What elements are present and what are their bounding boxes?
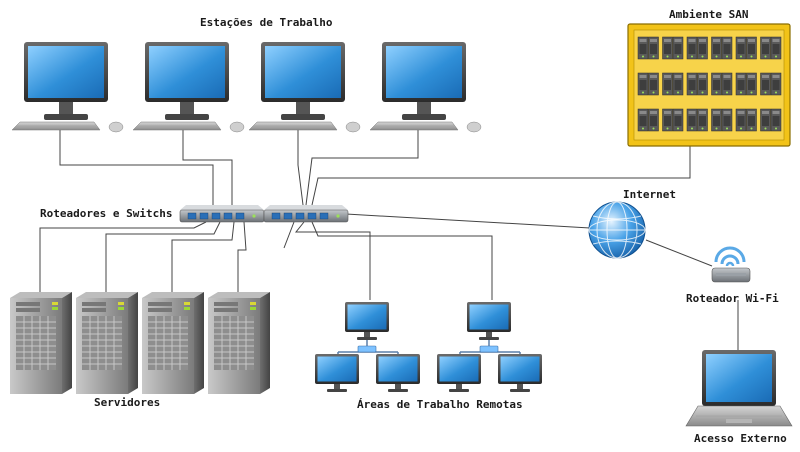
san-drive-icon (697, 36, 708, 60)
san-drive-icon (746, 36, 757, 60)
switch-left-icon (179, 204, 265, 223)
remote-1-right-pc-icon (376, 354, 420, 392)
san-drive-icon (686, 36, 698, 60)
san-drive-icon (662, 72, 673, 96)
wifi-router-icon (711, 246, 751, 283)
san-drive-icon (697, 72, 708, 96)
san-drive-icon (637, 72, 649, 96)
remote-2-right-pc-icon (498, 354, 542, 392)
san-label: Ambiente SAN (669, 8, 749, 21)
san-drive-icon (662, 108, 673, 132)
san-drive-icon (721, 108, 733, 132)
san-drive-icon (770, 36, 782, 60)
workstation-1-icon (11, 41, 124, 133)
remote-2-left-pc-icon (437, 354, 481, 392)
san-drive-icon (662, 36, 673, 60)
san-drive-icon (760, 108, 771, 132)
server-4-icon (207, 291, 271, 395)
workstations (11, 41, 482, 133)
san-drive-icon (760, 72, 771, 96)
san-drive-icon (735, 108, 747, 132)
san-drive-icon (735, 36, 747, 60)
remote-work-area-2 (437, 302, 542, 392)
connection-lines (39, 128, 739, 350)
wifi-router-label: Roteador Wi-Fi (686, 292, 779, 305)
server-3-icon (141, 291, 205, 395)
san-drive-icon (648, 72, 659, 96)
workstations-label: Estações de Trabalho (200, 16, 333, 29)
san-drive-icon (637, 108, 649, 132)
laptop-icon (685, 350, 793, 427)
san-drive-icon (746, 72, 757, 96)
switch-right-icon (263, 204, 349, 223)
san-drive-icon (770, 108, 782, 132)
san-drive-icon (770, 72, 782, 96)
san-drive-icon (721, 72, 733, 96)
remote-work-area-1 (315, 302, 420, 392)
san-drive-icon (735, 72, 747, 96)
server-2-icon (75, 291, 139, 395)
servers-label: Servidores (94, 396, 161, 409)
routers-switches-label: Roteadores e Switchs (40, 207, 173, 220)
san-drive-icon (697, 108, 708, 132)
san-drive-icon (760, 36, 771, 60)
servers (9, 291, 271, 395)
san-drive-icon (648, 36, 659, 60)
remote-1-top-pc-icon (345, 302, 389, 340)
remote-areas-label: Áreas de Trabalho Remotas (357, 398, 523, 411)
external-access-label: Acesso Externo (694, 432, 787, 445)
san-drive-icon (672, 72, 684, 96)
san-drive-icon (711, 36, 722, 60)
san-drive-icon (711, 72, 722, 96)
san-drive-icon (721, 36, 733, 60)
san-drive-icon (711, 108, 722, 132)
san-drive-icon (686, 72, 698, 96)
san-drive-icon (672, 108, 684, 132)
san-drive-icon (637, 36, 649, 60)
san-storage-icon (627, 23, 791, 147)
workstation-3-icon (248, 41, 361, 133)
san-drive-icon (648, 108, 659, 132)
server-1-icon (9, 291, 73, 395)
workstation-2-icon (132, 41, 245, 133)
internet-globe-icon (588, 201, 646, 259)
san-drive-icon (746, 108, 757, 132)
remote-2-top-pc-icon (467, 302, 511, 340)
san-drive-icon (672, 36, 684, 60)
workstation-4-icon (369, 41, 482, 133)
remote-1-left-pc-icon (315, 354, 359, 392)
san-drive-icon (686, 108, 698, 132)
internet-label: Internet (623, 188, 676, 201)
